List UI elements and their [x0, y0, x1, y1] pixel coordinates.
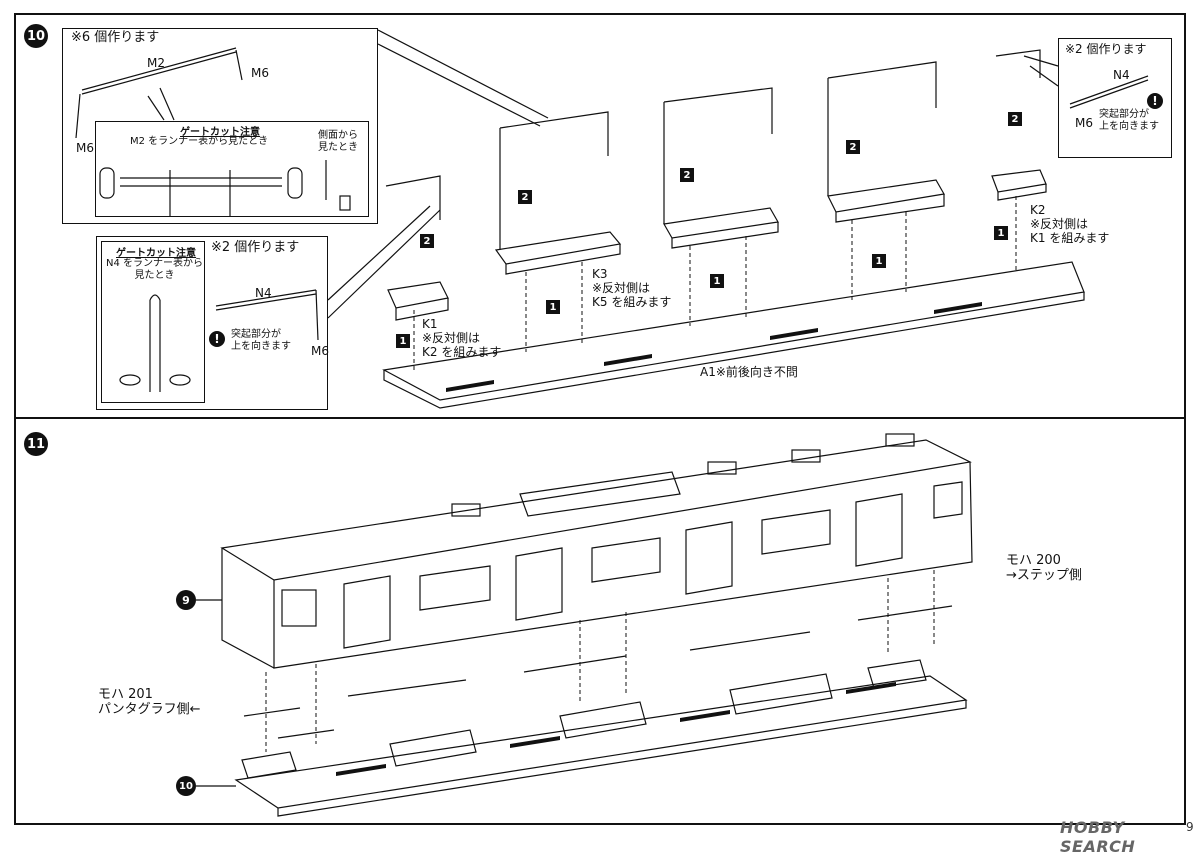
- callout-line: [327, 205, 431, 301]
- step-marker-2: 2: [1008, 112, 1022, 126]
- callout-line: [327, 209, 441, 319]
- step-marker-2: 2: [680, 168, 694, 182]
- callout-line: [1023, 55, 1059, 67]
- n4-left-box: ゲートカット注意 N4 をランナー表から 見たとき ※2 個作ります N4 M6…: [96, 236, 329, 410]
- warning-icon: !: [1147, 93, 1163, 109]
- a1-label: A1※前後向き不問: [700, 365, 798, 379]
- m2-detail-box: ※6 個作ります M2 M6 ゲートカット注意 M2 をランナー表から見たとき …: [62, 28, 378, 224]
- m6-left-label: M6: [76, 141, 94, 155]
- step-marker-1: 1: [872, 254, 886, 268]
- floor-plate-a1: [382, 261, 1085, 401]
- seat-k1: [387, 281, 449, 309]
- callout-line: [377, 29, 549, 119]
- n4-right-part-label: N4: [1113, 68, 1130, 82]
- n4-right-m6-label: M6: [1075, 116, 1093, 130]
- k1-note: ※反対側は K2 を組みます: [422, 331, 502, 359]
- n4-left-part-label: N4: [255, 286, 272, 300]
- page-frame: [14, 13, 1186, 825]
- n4-gate-box: ゲートカット注意 N4 をランナー表から 見たとき: [101, 241, 205, 403]
- step-marker-1: 1: [396, 334, 410, 348]
- m2-gate-title: ゲートカット注意: [180, 127, 260, 138]
- m2-rail: [81, 51, 237, 95]
- k2-note: ※反対側は K1 を組みます: [1030, 217, 1110, 245]
- floor-unit: [234, 675, 968, 809]
- m2-gate-view-side: 側面から 見たとき: [318, 130, 358, 153]
- step-marker-2: 2: [420, 234, 434, 248]
- n4-right-box: ※2 個作ります N4 M6 ! 突起部分が 上を向きます: [1058, 38, 1172, 158]
- car-roof: [220, 439, 972, 581]
- step-marker-2: 2: [846, 140, 860, 154]
- callout-line: [159, 87, 175, 121]
- ref-floor-badge: 10: [176, 776, 196, 796]
- seat-long: [663, 207, 779, 239]
- m2-part-label: M2: [147, 56, 165, 70]
- k3-note: ※反対側は K5 を組みます: [592, 281, 672, 309]
- callout-line: [1029, 65, 1059, 87]
- section-divider: [14, 417, 1186, 419]
- page-number: 9: [1186, 820, 1194, 834]
- seat-long: [827, 179, 945, 213]
- seat-k3: [494, 231, 622, 265]
- hobbysearch-watermark: HOBBY SEARCH: [1060, 818, 1136, 856]
- n4-right-note: 突起部分が 上を向きます: [1099, 109, 1159, 132]
- m2-rail: [81, 47, 237, 91]
- seat-k2: [991, 169, 1047, 193]
- step-marker-1: 1: [546, 300, 560, 314]
- n4-gate-title: ゲートカット注意: [116, 248, 196, 259]
- step-11-badge: 11: [24, 432, 48, 456]
- callout-line: [147, 95, 165, 121]
- m2-gate-view-top: M2 をランナー表から見たとき: [130, 136, 269, 147]
- n4-gate-view: N4 をランナー表から 見たとき: [106, 258, 204, 281]
- n4-right-make-count: ※2 個作ります: [1065, 42, 1147, 56]
- step-10-badge: 10: [24, 24, 48, 48]
- k1-label: K1: [422, 317, 438, 331]
- step-marker-2: 2: [518, 190, 532, 204]
- m2-gate-box: ゲートカット注意 M2 をランナー表から見たとき 側面から 見たとき: [95, 121, 369, 217]
- step-marker-1: 1: [710, 274, 724, 288]
- k2-label: K2: [1030, 203, 1046, 217]
- moha200-label: モハ 200 →ステップ側: [1006, 553, 1082, 583]
- n4-left-m6-label: M6: [311, 344, 329, 358]
- warning-icon: !: [209, 331, 225, 347]
- step-marker-1: 1: [994, 226, 1008, 240]
- moha201-label: モハ 201 パンタグラフ側←: [98, 687, 201, 717]
- callout-line: [377, 43, 541, 127]
- n4-left-note: 突起部分が 上を向きます: [231, 329, 291, 352]
- car-side: [273, 461, 973, 669]
- n4-left-make-count: ※2 個作ります: [211, 240, 300, 255]
- k3-label: K3: [592, 267, 608, 281]
- m6-right-label: M6: [251, 66, 269, 80]
- m2-make-count: ※6 個作ります: [71, 30, 160, 45]
- ref-body-badge: 9: [176, 590, 196, 610]
